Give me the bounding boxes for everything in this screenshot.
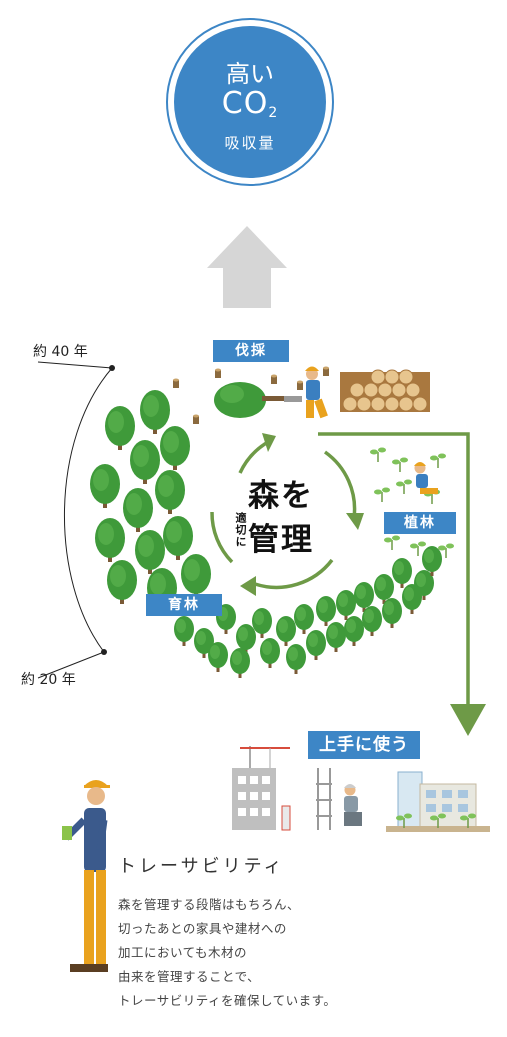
traceability-line: 森を管理する段階はもちろん、 [118,897,301,912]
co2-line-absorption: 吸収量 [224,134,276,152]
standing-person [62,780,110,972]
timeline-top-label: 約 40 年 [33,344,88,360]
timeline-arc [37,361,115,679]
log-pile [340,369,430,412]
center-title-line1: 森を [248,478,314,514]
traceability-title: トレーサビリティ [118,856,285,877]
traceability-line: 由来を管理することで、 [118,969,261,984]
co2-line-high: 高い [226,60,274,88]
lumberjack-figure [284,366,328,419]
mature-forest [90,390,211,612]
co2-line-formula: CO2 [221,86,279,121]
planting-label: 植林 [384,512,456,534]
construction-scene [222,746,490,832]
timeline-bottom-label: 約 20 年 [21,672,76,688]
traceability-line: 加工においても木材の [118,945,248,960]
center-title-line2: 管理 [248,522,314,558]
felled-tree [214,382,284,418]
traceability-line: 切ったあとの家具や建材への [118,921,287,936]
nurture-label: 育林 [146,594,222,616]
up-arrow [207,226,287,308]
flow-arrow [318,432,486,736]
traceability-body: 森を管理する段階はもちろん、 切ったあとの家具や建材への 加工においても木材の … [118,893,448,1013]
traceability-line: トレーサビリティを確保しています。 [118,993,337,1008]
planter-figure [414,462,438,494]
saplings [369,446,455,559]
cycle-arrowheads [240,433,364,596]
co2-subscript: 2 [268,105,279,121]
harvest-label: 伐採 [213,340,289,362]
center-subtitle: 適切に [234,512,247,548]
use-well-label: 上手に使う [308,731,420,759]
co2-badge: 高い CO2 吸収量 [174,26,326,178]
